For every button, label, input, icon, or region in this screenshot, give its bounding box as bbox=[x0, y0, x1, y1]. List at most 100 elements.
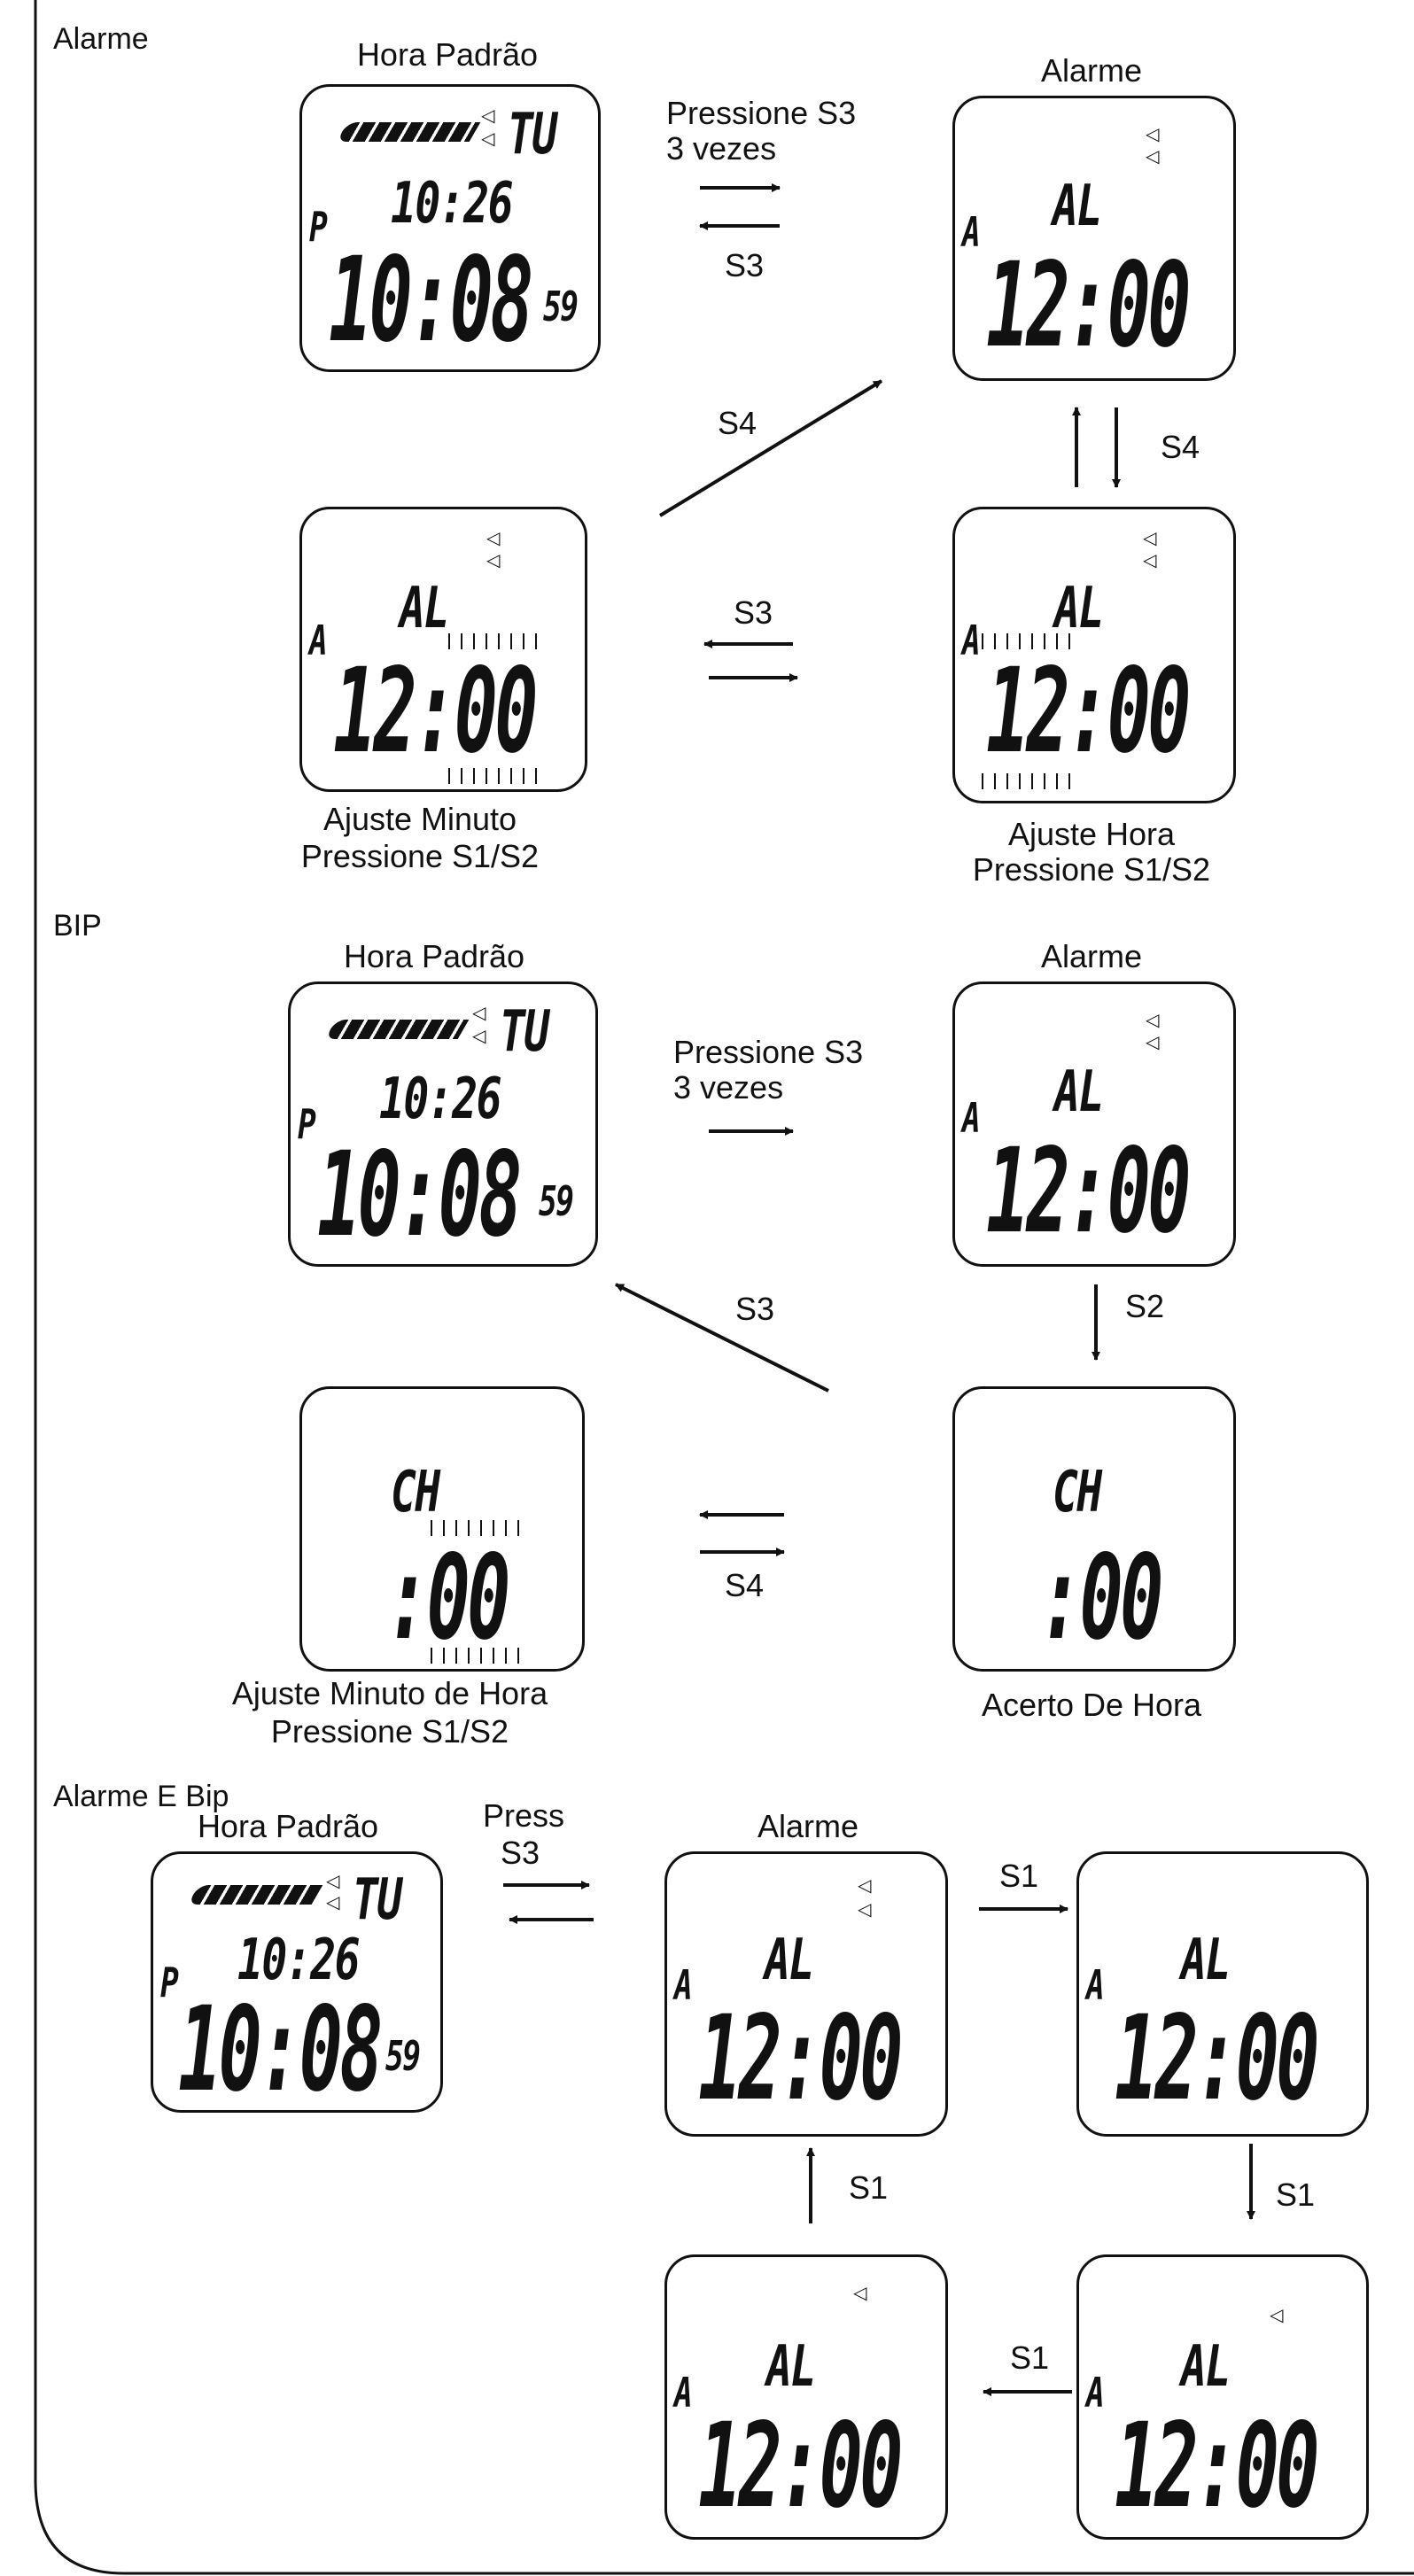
bell-icon: ◁ bbox=[853, 2282, 867, 2303]
caption-hora-padrao: Hora Padrão bbox=[197, 1808, 379, 1844]
flash-marks bbox=[448, 633, 537, 649]
am-indicator: A bbox=[962, 208, 981, 256]
caption-hora-padrao: Hora Padrão bbox=[356, 36, 539, 73]
section-title-alarme: Alarme bbox=[53, 22, 149, 56]
lcd-alarm-off: AL A 12:00 bbox=[1076, 1851, 1369, 2137]
caption-pressione-s1s2: Pressione S1/S2 bbox=[300, 838, 540, 874]
caption-pressione-s1s2: Pressione S1/S2 bbox=[270, 1713, 509, 1750]
lcd-chime-adjust: CH :00 bbox=[299, 1386, 585, 1672]
label-s2: S2 bbox=[1125, 1288, 1165, 1324]
seconds-display: 59 bbox=[385, 2032, 421, 2080]
label-s1: S1 bbox=[1010, 2339, 1050, 2376]
day-display: TU bbox=[508, 102, 557, 167]
date-display: 10:26 bbox=[237, 1928, 360, 1993]
arrow-diag bbox=[615, 1283, 829, 1393]
section-title-bip: BIP bbox=[53, 909, 102, 943]
bell-icon: ◁ bbox=[472, 1002, 486, 1023]
signal-bar bbox=[336, 122, 481, 142]
flash-marks bbox=[431, 1648, 519, 1664]
lcd-alarm-adjust-hour: ◁ ◁ AL A 12:00 bbox=[952, 507, 1236, 803]
section-title-alarme-bip: Alarme E Bip bbox=[53, 1780, 229, 1813]
lcd-alarm-bell-chime: ◁ ◁ AL A 12:00 bbox=[664, 1851, 948, 2137]
am-indicator: A bbox=[962, 1094, 981, 1142]
am-indicator: A bbox=[309, 617, 328, 664]
bell-icon: ◁ bbox=[481, 105, 495, 126]
am-indicator: A bbox=[1086, 1961, 1105, 2009]
time-display: 10:08 bbox=[317, 1127, 522, 1263]
date-display: 10:26 bbox=[379, 1067, 501, 1132]
signal-bar bbox=[324, 1020, 470, 1039]
time-display: 12:00 bbox=[1115, 2398, 1319, 2534]
caption-ajuste-minuto: Ajuste Minuto bbox=[322, 801, 517, 837]
caption-3-vezes: 3 vezes bbox=[673, 1069, 784, 1106]
label-s3: S3 bbox=[725, 247, 765, 283]
seconds-display: 59 bbox=[539, 1177, 574, 1225]
mode-display: CH bbox=[1053, 1460, 1102, 1525]
mode-display: AL bbox=[1054, 1059, 1104, 1125]
am-indicator: A bbox=[962, 617, 981, 664]
time-display: 12:00 bbox=[986, 1123, 1191, 1260]
time-display: 10:08 bbox=[178, 1982, 383, 2118]
time-display: :00 bbox=[1039, 1530, 1163, 1666]
time-display: 12:00 bbox=[1115, 1990, 1319, 2127]
lcd-alarm: ◁ ◁ AL A 12:00 bbox=[952, 982, 1236, 1267]
label-s1: S1 bbox=[999, 1858, 1039, 1894]
bell-icon: ◁ bbox=[858, 1874, 872, 1896]
label-s3: S3 bbox=[735, 1291, 775, 1327]
time-display: 10:08 bbox=[329, 232, 533, 369]
arrow-diag bbox=[658, 379, 883, 517]
time-display: 12:00 bbox=[698, 2398, 903, 2534]
pm-indicator: P bbox=[298, 1100, 316, 1148]
pm-indicator: P bbox=[160, 1959, 179, 2006]
am-indicator: A bbox=[674, 1961, 693, 2009]
time-display: 12:00 bbox=[698, 1990, 903, 2127]
mode-display: CH bbox=[391, 1460, 440, 1525]
signal-bar bbox=[187, 1885, 323, 1905]
lcd-standard-time: ◁ ◁ TU 10:26 P 10:08 59 bbox=[299, 84, 601, 372]
time-display: 12:00 bbox=[333, 643, 538, 780]
mode-display: AL bbox=[1181, 1928, 1231, 1993]
caption-press: Press bbox=[483, 1797, 565, 1834]
mode-display: AL bbox=[1181, 2334, 1231, 2400]
time-display: :00 bbox=[386, 1530, 510, 1666]
lcd-alarm-adjust-minute: ◁ ◁ AL A 12:00 bbox=[299, 507, 587, 792]
bell-icon: ◁ bbox=[1146, 123, 1160, 144]
lcd-standard-time: ◁ ◁ TU 10:26 P 10:08 59 bbox=[151, 1851, 443, 2113]
chime-icon: ◁ bbox=[1146, 145, 1160, 167]
am-indicator: A bbox=[674, 2369, 693, 2417]
bell-icon: ◁ bbox=[326, 1870, 340, 1891]
chime-icon: ◁ bbox=[481, 128, 495, 149]
bell-icon: ◁ bbox=[1143, 527, 1157, 548]
flash-marks bbox=[431, 1520, 519, 1536]
caption-pressione-s1s2: Pressione S1/S2 bbox=[972, 851, 1211, 888]
chime-icon: ◁ bbox=[326, 1891, 340, 1913]
mode-display: AL bbox=[765, 1928, 814, 1993]
mode-display: AL bbox=[766, 2334, 816, 2400]
caption-alarme: Alarme bbox=[1040, 938, 1143, 974]
caption-ajuste-hora: Ajuste Hora bbox=[1007, 816, 1176, 852]
chime-icon: ◁ bbox=[1270, 2304, 1284, 2325]
bell-icon: ◁ bbox=[486, 527, 501, 548]
chime-icon: ◁ bbox=[472, 1025, 486, 1046]
mode-display: AL bbox=[1054, 576, 1104, 641]
label-s3: S3 bbox=[734, 594, 773, 631]
caption-alarme: Alarme bbox=[757, 1808, 859, 1844]
flash-marks bbox=[982, 773, 1070, 789]
day-display: TU bbox=[500, 999, 549, 1065]
label-s1: S1 bbox=[1276, 2176, 1316, 2213]
lcd-chime: CH :00 bbox=[952, 1386, 1236, 1672]
caption-alarme: Alarme bbox=[1040, 52, 1143, 89]
caption-acerto-de-hora: Acerto De Hora bbox=[981, 1687, 1202, 1723]
caption-3-vezes: 3 vezes bbox=[666, 130, 777, 167]
caption-ajuste-minuto-de-hora: Ajuste Minuto de Hora bbox=[231, 1675, 548, 1711]
mode-display: AL bbox=[1053, 174, 1102, 239]
label-s4: S4 bbox=[1161, 429, 1200, 465]
time-display: 12:00 bbox=[986, 237, 1191, 374]
caption-pressione-s3: Pressione S3 bbox=[666, 95, 857, 131]
seconds-display: 59 bbox=[543, 283, 579, 330]
lcd-standard-time: ◁ ◁ TU 10:26 P 10:08 59 bbox=[288, 982, 598, 1267]
chime-icon: ◁ bbox=[858, 1898, 872, 1920]
lcd-alarm-bell: ◁ AL A 12:00 bbox=[664, 2254, 948, 2540]
